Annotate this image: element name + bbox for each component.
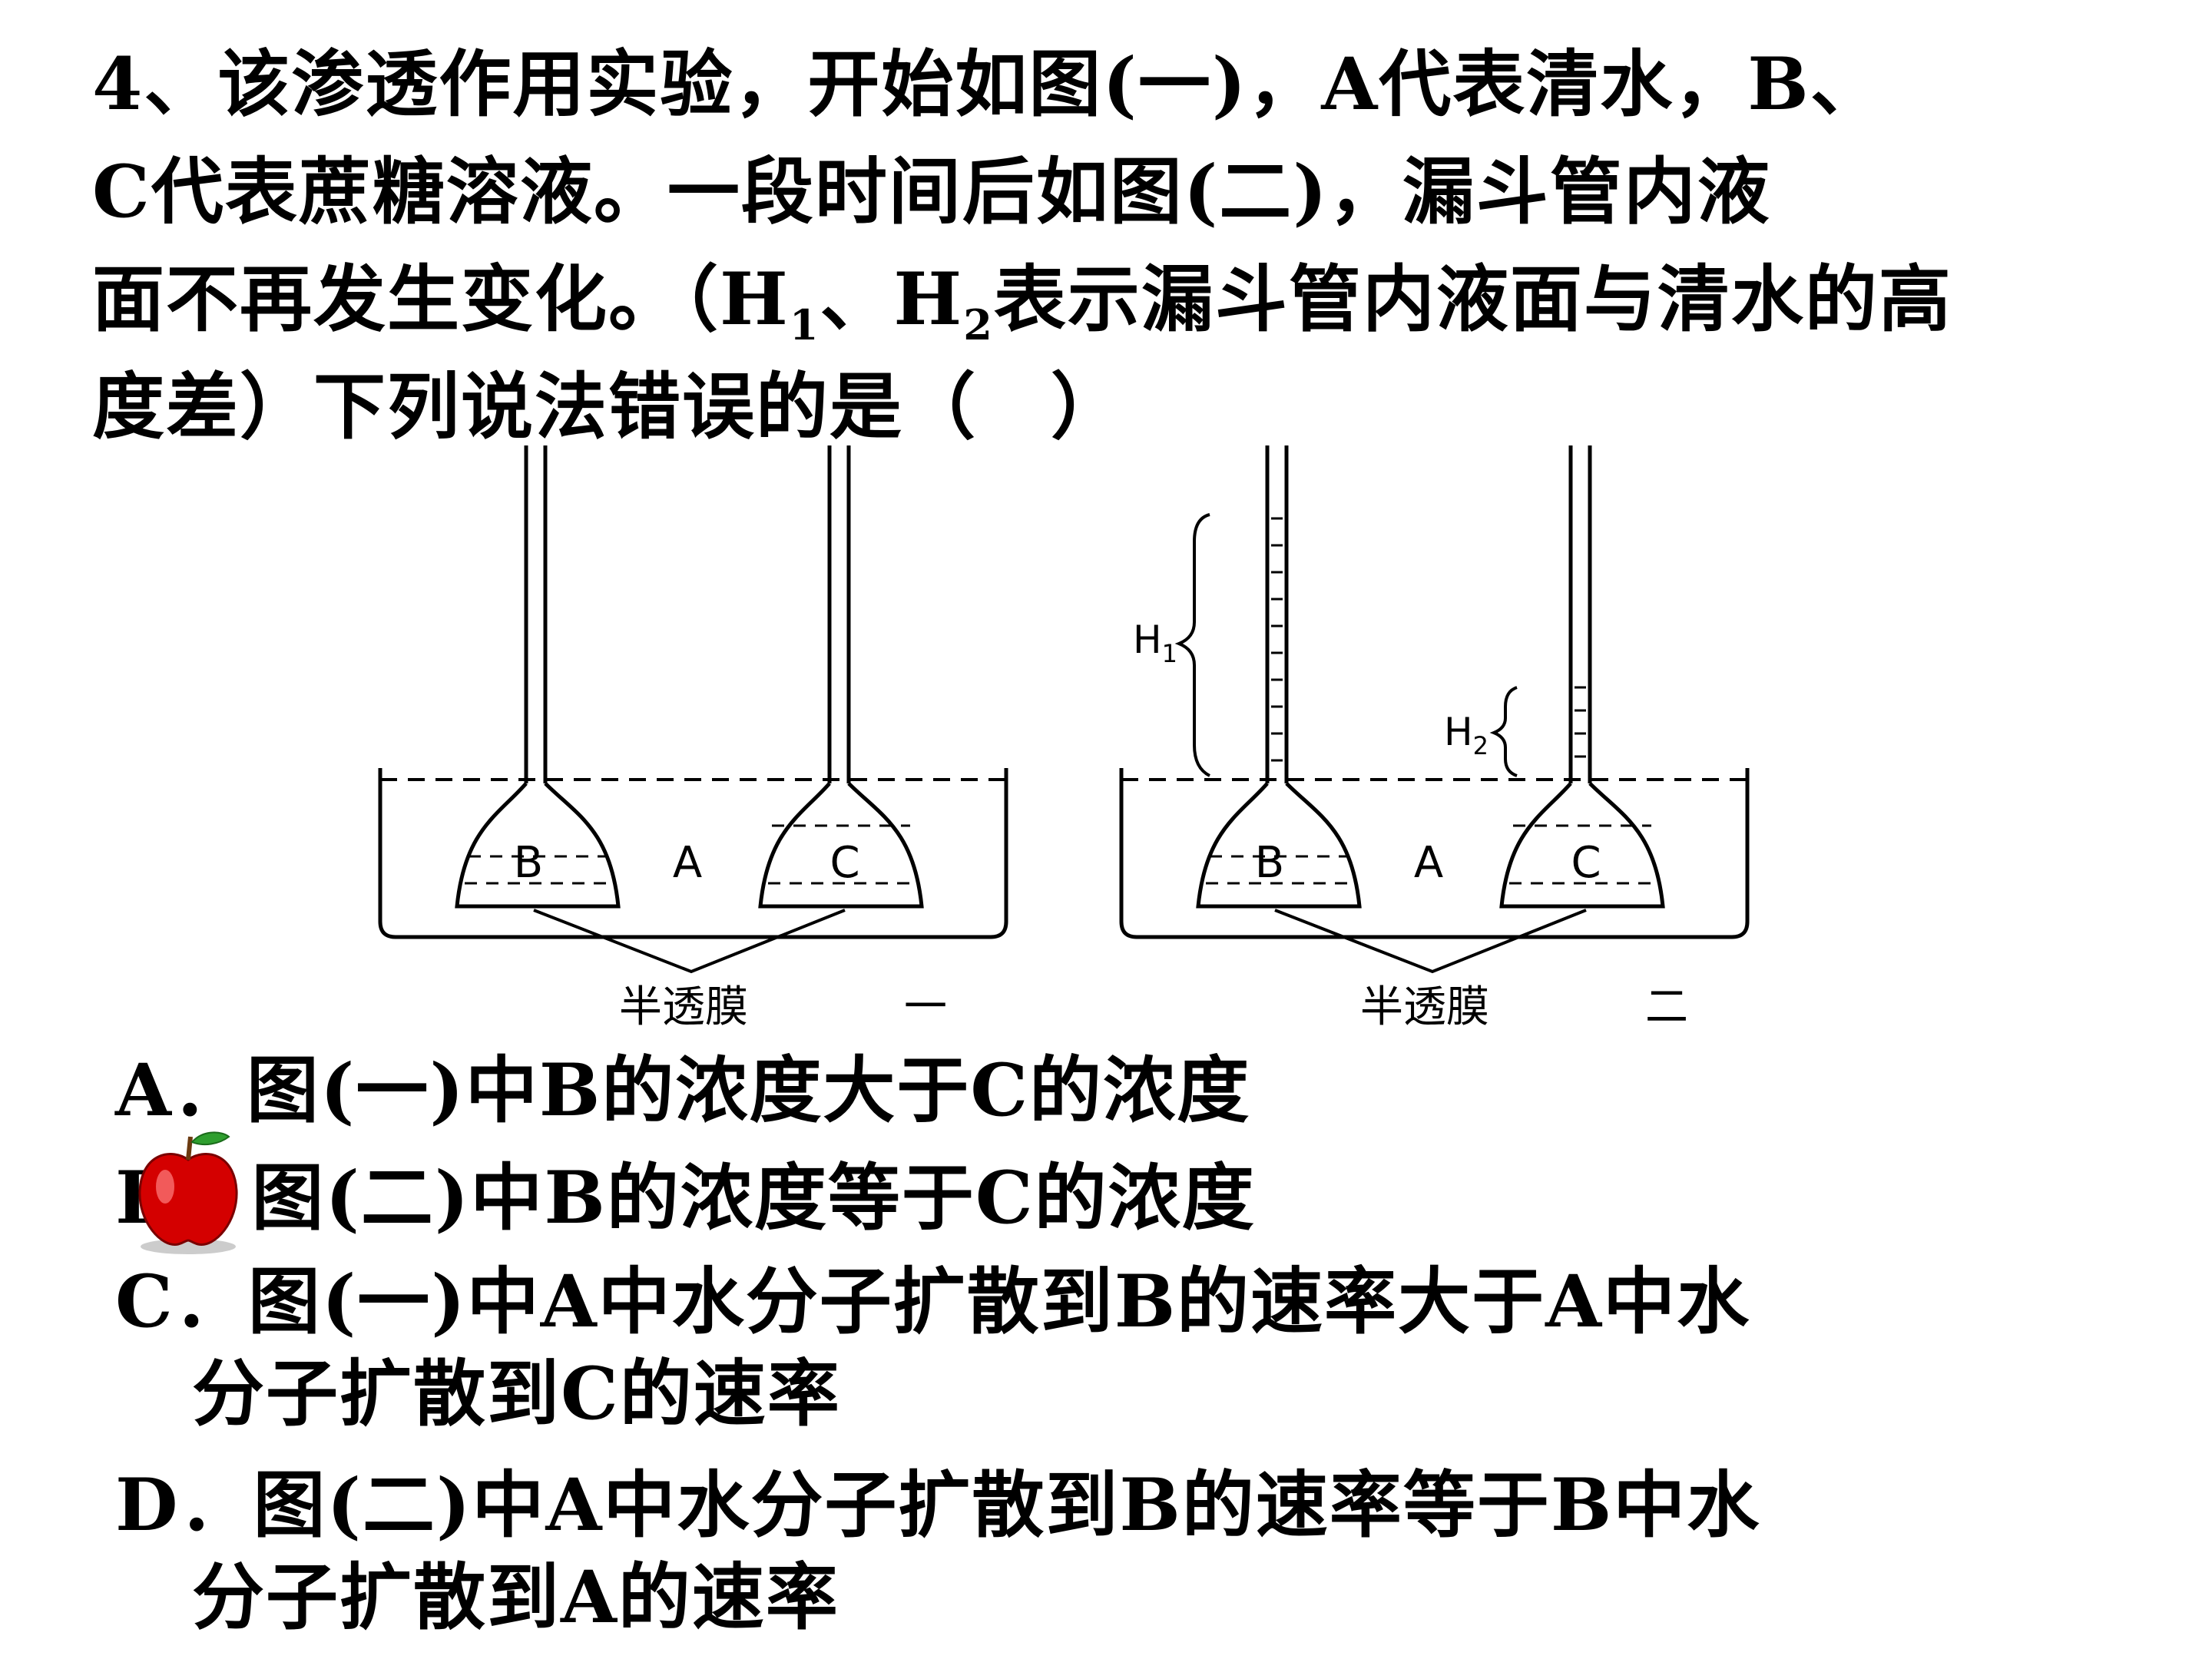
- label-h2: H2: [1444, 710, 1488, 760]
- question-line-4: 度差）下列说法错误的是（ ）: [92, 365, 1125, 449]
- question-line-3: 面不再发生变化。（H1、H2表示漏斗管内液面与清水的高: [92, 257, 1952, 349]
- option-a-text: A．图(一)中B的浓度大于C的浓度: [115, 1048, 1251, 1133]
- option-c-text-2: 分子扩散到C的速率: [192, 1352, 841, 1436]
- fig1-label-c: C: [830, 838, 859, 888]
- osmosis-diagram: B A C 半透膜 一 B A C 半透膜 二 H1 H2: [378, 445, 1750, 1032]
- figure-2: [1119, 445, 1750, 974]
- brace-h1: [1174, 513, 1210, 777]
- brace-h2: [1489, 686, 1518, 777]
- option-c-text-1: C．图(一)中A中水分子扩散到B的速率大于A中水: [115, 1260, 1751, 1344]
- fig2-membrane-label: 半透膜: [1360, 982, 1489, 1032]
- funnel-b-2: [1174, 445, 1362, 909]
- apple-icon[interactable]: [131, 1125, 246, 1256]
- funnel-c-2: [1489, 445, 1665, 909]
- option-d[interactable]: D．图(二)中A中水分子扩散到B的速率等于B中水 分子扩散到A的速率: [115, 1459, 1760, 1644]
- fig2-number: 二: [1645, 982, 1688, 1032]
- question-line-2: C代表蔗糖溶液。一段时间后如图(二)，漏斗管内液: [92, 150, 1771, 234]
- funnel-b-1: [455, 445, 621, 909]
- option-d-text-1: D．图(二)中A中水分子扩散到B的速率等于B中水: [115, 1463, 1761, 1548]
- fig1-membrane-label: 半透膜: [619, 982, 748, 1032]
- question-text: 4、该渗透作用实验，开始如图(一)，A代表清水，B、 C代表蔗糖溶液。一段时间后…: [92, 31, 2104, 461]
- beaker-1: [378, 768, 1008, 939]
- option-d-text-2: 分子扩散到A的速率: [192, 1555, 839, 1640]
- figure-1: [378, 445, 1008, 974]
- option-b-text: B．图(二)中B的浓度等于C的浓度: [115, 1156, 1256, 1240]
- question-line-1: 4、该渗透作用实验，开始如图(一)，A代表清水，B、: [92, 42, 1884, 127]
- fig2-label-b: B: [1255, 838, 1284, 888]
- fig1-number: 一: [904, 982, 947, 1032]
- membrane-pointer-1: [533, 909, 846, 974]
- option-c[interactable]: C．图(一)中A中水分子扩散到B的速率大于A中水 分子扩散到C的速率: [115, 1256, 1750, 1440]
- option-b[interactable]: B．图(二)中B的浓度等于C的浓度: [115, 1152, 1256, 1244]
- fig2-label-a: A: [1414, 838, 1443, 888]
- membrane-pointer-2: [1274, 909, 1587, 974]
- fig2-label-c: C: [1571, 838, 1601, 888]
- option-a[interactable]: A．图(一)中B的浓度大于C的浓度: [115, 1045, 1250, 1137]
- label-h1: H1: [1133, 618, 1177, 668]
- funnel-c-1: [758, 445, 924, 909]
- fig1-label-a: A: [673, 838, 702, 888]
- fig1-label-b: B: [514, 838, 543, 888]
- beaker-2: [1119, 768, 1750, 939]
